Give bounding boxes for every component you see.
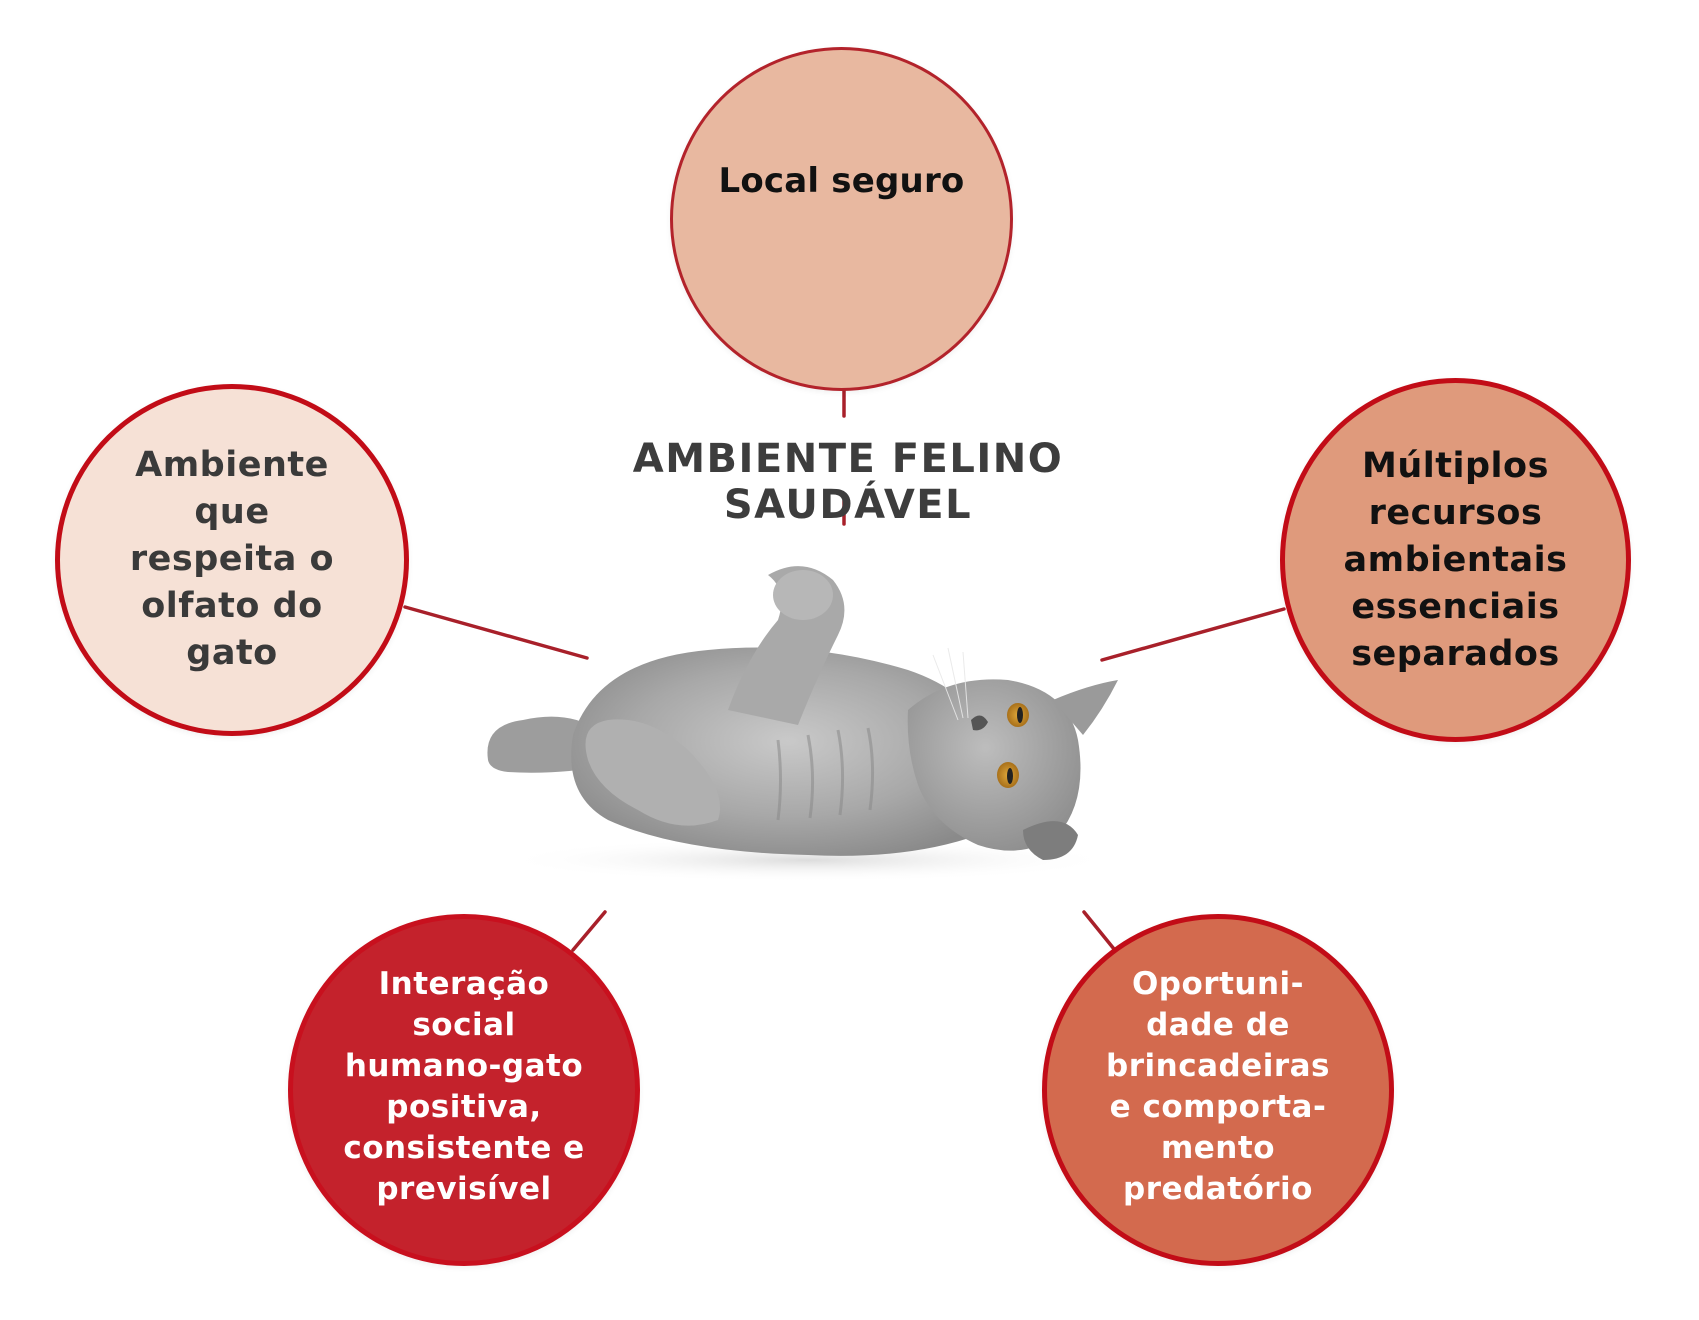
cat-shadow: [498, 838, 1118, 882]
connector-bottom-left: [571, 910, 607, 952]
node-label: Ambiente que respeita o olfato do gato: [130, 442, 334, 677]
connector-bottom-right: [1082, 910, 1116, 951]
node-label-line: humano-gato: [344, 1048, 584, 1084]
connector-left: [403, 605, 589, 660]
node-label-line: social: [412, 1007, 516, 1043]
node-label-line: dade de: [1146, 1007, 1290, 1043]
cat-head: [907, 679, 1081, 851]
node-play-and-predatory-behavior: Oportuni- dade de brincadeiras e comport…: [1042, 914, 1394, 1266]
cat-lower-paw: [585, 719, 720, 826]
node-label-line: consistente e: [343, 1130, 585, 1166]
node-label-line: respeita o: [129, 538, 335, 579]
node-label-line: e comporta-: [1109, 1089, 1327, 1125]
connector-right: [1100, 607, 1286, 662]
node-label-line: que: [194, 491, 270, 532]
node-label: Interação social humano-gato positiva, c…: [343, 964, 584, 1210]
node-label-line: olfato do: [141, 585, 323, 626]
diagram-title: AMBIENTE FELINO SAUDÁVEL: [632, 436, 1064, 528]
node-label-line: ambientais: [1343, 539, 1568, 580]
node-label-line: mento: [1160, 1130, 1275, 1166]
node-label: Múltiplos recursos ambientais essenciais…: [1344, 443, 1568, 678]
node-label: Oportuni- dade de brincadeiras e comport…: [1106, 964, 1330, 1210]
node-label-line: predatório: [1123, 1171, 1313, 1207]
node-multiple-separated-resources: Múltiplos recursos ambientais essenciais…: [1280, 378, 1631, 742]
cat-raised-paw-pad: [773, 570, 833, 620]
node-label-line: Oportuni-: [1131, 966, 1305, 1002]
node-label: Local seguro: [719, 161, 965, 201]
node-label-line: Múltiplos: [1362, 445, 1549, 486]
cat-ear-bottom: [1023, 821, 1078, 860]
cat-illustration: [487, 566, 1118, 882]
node-label-line: brincadeiras: [1106, 1048, 1330, 1084]
node-label-line: Ambiente: [135, 444, 329, 485]
node-scent-respecting-environment: Ambiente que respeita o olfato do gato: [55, 384, 409, 736]
node-human-cat-social-interaction: Interação social humano-gato positiva, c…: [288, 914, 640, 1266]
node-label-line: previsível: [376, 1171, 552, 1207]
node-label-line: gato: [186, 632, 278, 673]
node-label-line: Interação: [378, 966, 550, 1002]
cat-nose: [971, 715, 988, 731]
node-label-line: Local seguro: [718, 161, 965, 201]
node-label-line: positiva,: [386, 1089, 542, 1125]
node-label-line: recursos: [1368, 492, 1543, 533]
node-safe-place: Local seguro: [670, 47, 1013, 391]
node-label-line: essenciais: [1351, 586, 1560, 627]
node-label-line: separados: [1351, 633, 1560, 674]
cat-ear-top: [1053, 680, 1118, 735]
